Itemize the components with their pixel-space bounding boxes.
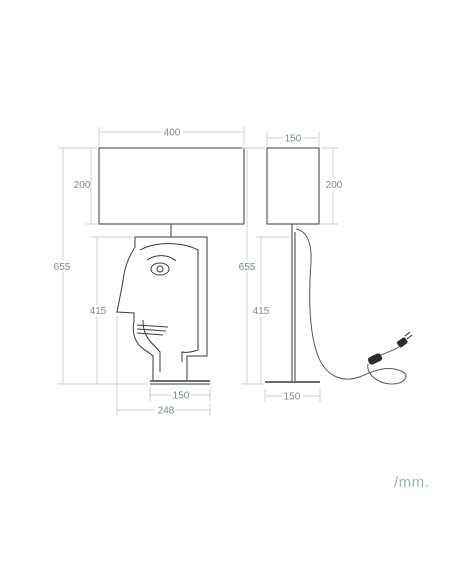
side-base-height-label: 415 (253, 306, 270, 317)
front-width-label: 400 (164, 128, 181, 139)
front-base-height-label: 415 (90, 306, 107, 317)
front-face-pupil (156, 265, 164, 273)
front-base-width-dimension: 248 (116, 316, 211, 419)
side-total-height-dimension: 655 (236, 147, 265, 385)
side-lamp-shade (266, 147, 320, 225)
side-total-height-label: 655 (239, 262, 256, 273)
side-base-width-dimension: 150 (264, 389, 321, 405)
front-lamp-shade (98, 147, 245, 225)
power-cable (295, 228, 407, 385)
side-base-height-dimension: 415 (250, 236, 289, 384)
unit-label: /mm. (394, 474, 430, 491)
front-shade-height-dimension: 200 (74, 147, 97, 225)
front-face-brow (146, 255, 177, 262)
inline-switch (367, 353, 383, 365)
front-face-profile (116, 236, 171, 380)
front-face-cheek (142, 319, 161, 372)
side-width-label: 150 (285, 134, 302, 145)
front-face-width-label: 150 (173, 391, 190, 402)
power-plug (396, 331, 413, 348)
front-view: 400 200 655 415 150 (51, 125, 245, 419)
front-total-height-label: 655 (54, 262, 71, 273)
front-face-inner-contour (139, 243, 199, 362)
front-face-mouth (136, 324, 169, 336)
side-base-width-label: 150 (284, 392, 301, 403)
front-width-dimension: 400 (98, 125, 245, 146)
front-face-frame (171, 236, 208, 380)
side-shade-height-dimension: 200 (321, 147, 345, 225)
front-total-height-dimension: 655 (51, 147, 148, 385)
plug-cable (380, 346, 400, 356)
front-face-eye (150, 262, 170, 276)
side-width-dimension: 150 (266, 131, 320, 147)
side-view: 150 200 655 415 150 (236, 131, 413, 405)
front-face-width-dimension: 150 (149, 388, 211, 404)
front-base-width-label: 248 (158, 406, 175, 417)
front-base-height-dimension: 415 (87, 236, 133, 384)
side-shade-height-label: 200 (326, 180, 343, 191)
front-shade-height-label: 200 (74, 180, 91, 191)
